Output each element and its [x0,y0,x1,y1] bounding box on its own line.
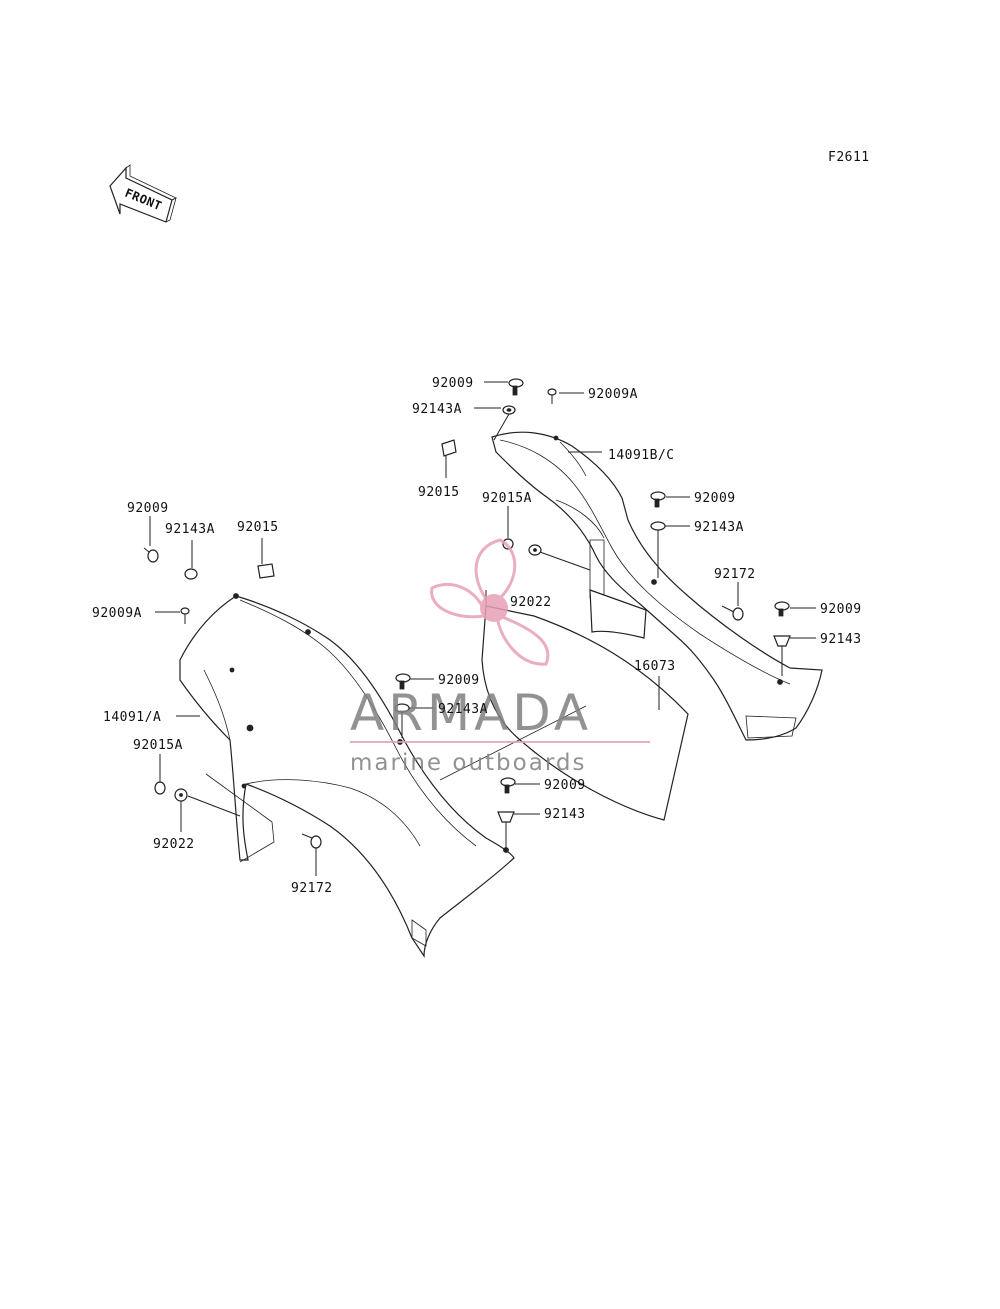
part-label: 92015A [482,491,532,506]
part-label: 92009 [432,376,474,391]
part-label: 92009A [588,387,638,402]
part-label: 14091B/C [608,448,675,463]
part-labels: 92009 92009A 92143A 92015 14091B/C 92009… [92,376,862,896]
part-label: 92143 [820,632,862,647]
part-label: 92143A [694,520,744,535]
part-label: 92172 [291,881,333,896]
part-label: 92015 [237,520,279,535]
figure-code: F2611 [828,150,870,165]
bolt-icon [508,378,524,396]
washer-icon [184,568,198,580]
watermark-brand: ARMADA [350,684,592,742]
clip-nut-icon [257,563,275,579]
bolt-icon [774,601,790,617]
part-label: 92143A [165,522,215,537]
washer-icon [174,788,188,802]
part-label: 14091/A [103,710,161,725]
washer-icon [650,521,666,531]
part-label: 92143 [544,807,586,822]
watermark-tagline: marine outboards [350,750,586,776]
part-label: 92009 [127,501,169,516]
bolt-icon [650,491,666,508]
bolt-icon [547,388,557,404]
bolt-icon [395,673,411,690]
part-label: 92009 [694,491,736,506]
part-label: 92143A [412,402,462,417]
bolt-icon [500,777,516,794]
grommet-icon [773,635,791,647]
part-label: 92009A [92,606,142,621]
bolt-icon [180,607,190,624]
part-label: 92015 [418,485,460,500]
hardware-parts [143,378,791,849]
left-side-cover-part [179,593,515,958]
part-label: 92022 [153,837,195,852]
part-label: 92009 [544,778,586,793]
part-label: 92022 [510,595,552,610]
front-arrow-icon: FRONT [109,164,177,223]
grommet-icon [497,811,515,823]
nut-icon [154,781,166,795]
part-label: 92143A [438,702,488,717]
bolt-icon [143,547,159,563]
part-label: 92009 [438,673,480,688]
part-label: 92172 [714,567,756,582]
part-label: 16073 [634,659,676,674]
propeller-logo-icon [430,538,550,666]
armada-watermark: ARMADA marine outboards [350,538,650,776]
right-side-cover-part [491,431,823,741]
bolt-icon [301,833,322,849]
part-label: 92009 [820,602,862,617]
washer-icon [528,544,542,556]
washer-icon [502,405,516,415]
clip-nut-icon [441,439,457,457]
leader-lines [149,381,816,876]
bolt-icon [721,605,744,621]
part-label: 92015A [133,738,183,753]
